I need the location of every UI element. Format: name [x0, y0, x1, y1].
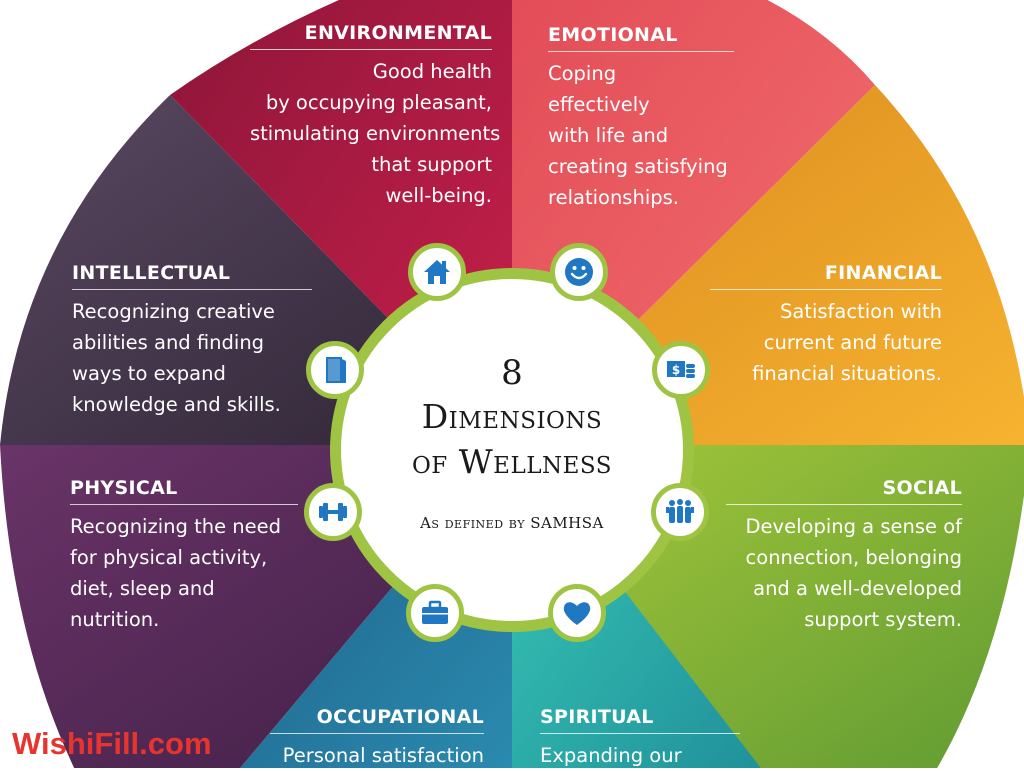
physical-line: Recognizing the need [70, 515, 281, 538]
people-icon [651, 483, 709, 541]
environmental-line: by occupying pleasant, [265, 91, 492, 114]
environmental-title: ENVIRONMENTAL [250, 22, 492, 50]
physical-line: diet, sleep and [70, 577, 215, 600]
intellectual-panel: INTELLECTUAL Recognizing creative abilit… [72, 262, 312, 420]
emotional-line: with life and [548, 124, 669, 147]
financial-title: FINANCIAL [710, 262, 942, 290]
financial-panel: FINANCIAL Satisfaction with current and … [710, 262, 942, 389]
environmental-line: well-being. [385, 184, 492, 207]
book-icon [306, 341, 364, 399]
social-line: Developing a sense of [745, 515, 962, 538]
social-panel: SOCIAL Developing a sense of connection,… [726, 477, 962, 635]
occupational-title: OCCUPATIONAL [270, 706, 484, 734]
center-subtitle: As defined by SAMHSA [420, 514, 604, 532]
segment-spiritual [512, 445, 761, 768]
intellectual-line: Recognizing creative [72, 300, 275, 323]
environmental-line: Good health [372, 60, 492, 83]
emotional-panel: EMOTIONAL Coping effectively with life a… [548, 24, 734, 213]
center-title-line1: Dimensions [421, 397, 603, 436]
environmental-panel: ENVIRONMENTAL Good health by occupying p… [250, 22, 501, 211]
intellectual-line: abilities and finding [72, 331, 265, 354]
intellectual-line: ways to expand [72, 362, 226, 385]
center-number: 8 [501, 353, 523, 393]
smiley-icon [550, 243, 608, 301]
briefcase-icon [406, 584, 464, 642]
intellectual-title: INTELLECTUAL [72, 262, 312, 290]
center-circle: 8 Dimensions of Wellness As defined by S… [330, 268, 694, 632]
social-line: support system. [804, 608, 962, 631]
financial-line: current and future [763, 331, 942, 354]
environmental-line: stimulating environments [250, 122, 501, 145]
emotional-line: relationships. [548, 186, 679, 209]
spiritual-line: Expanding our [540, 744, 682, 767]
house-icon [408, 243, 466, 301]
heart-icon [548, 584, 606, 642]
svg-text:$: $ [672, 363, 680, 377]
social-line: and a well-developed [753, 577, 962, 600]
center-title-line2: of Wellness [411, 442, 613, 481]
emotional-title: EMOTIONAL [548, 24, 734, 52]
environmental-line: that support [371, 153, 492, 176]
emotional-line: effectively [548, 93, 650, 116]
occupational-line: Personal satisfaction [282, 744, 484, 767]
spiritual-panel: SPIRITUAL Expanding our [540, 706, 740, 771]
watermark-logo: WishiFill.com [12, 726, 212, 761]
physical-line: nutrition. [70, 608, 160, 631]
spiritual-title: SPIRITUAL [540, 706, 740, 734]
financial-line: Satisfaction with [779, 300, 942, 323]
physical-line: for physical activity, [70, 546, 268, 569]
emotional-line: creating satisfying [548, 155, 728, 178]
intellectual-line: knowledge and skills. [72, 393, 281, 416]
occupational-panel: OCCUPATIONAL Personal satisfaction [270, 706, 484, 771]
physical-title: PHYSICAL [70, 477, 298, 505]
financial-line: financial situations. [752, 362, 942, 385]
physical-panel: PHYSICAL Recognizing the need for physic… [70, 477, 298, 635]
social-title: SOCIAL [726, 477, 962, 505]
dumbbell-icon [304, 483, 362, 541]
social-line: connection, belonging [745, 546, 962, 569]
money-icon: $ [652, 341, 710, 399]
emotional-line: Coping [548, 62, 617, 85]
